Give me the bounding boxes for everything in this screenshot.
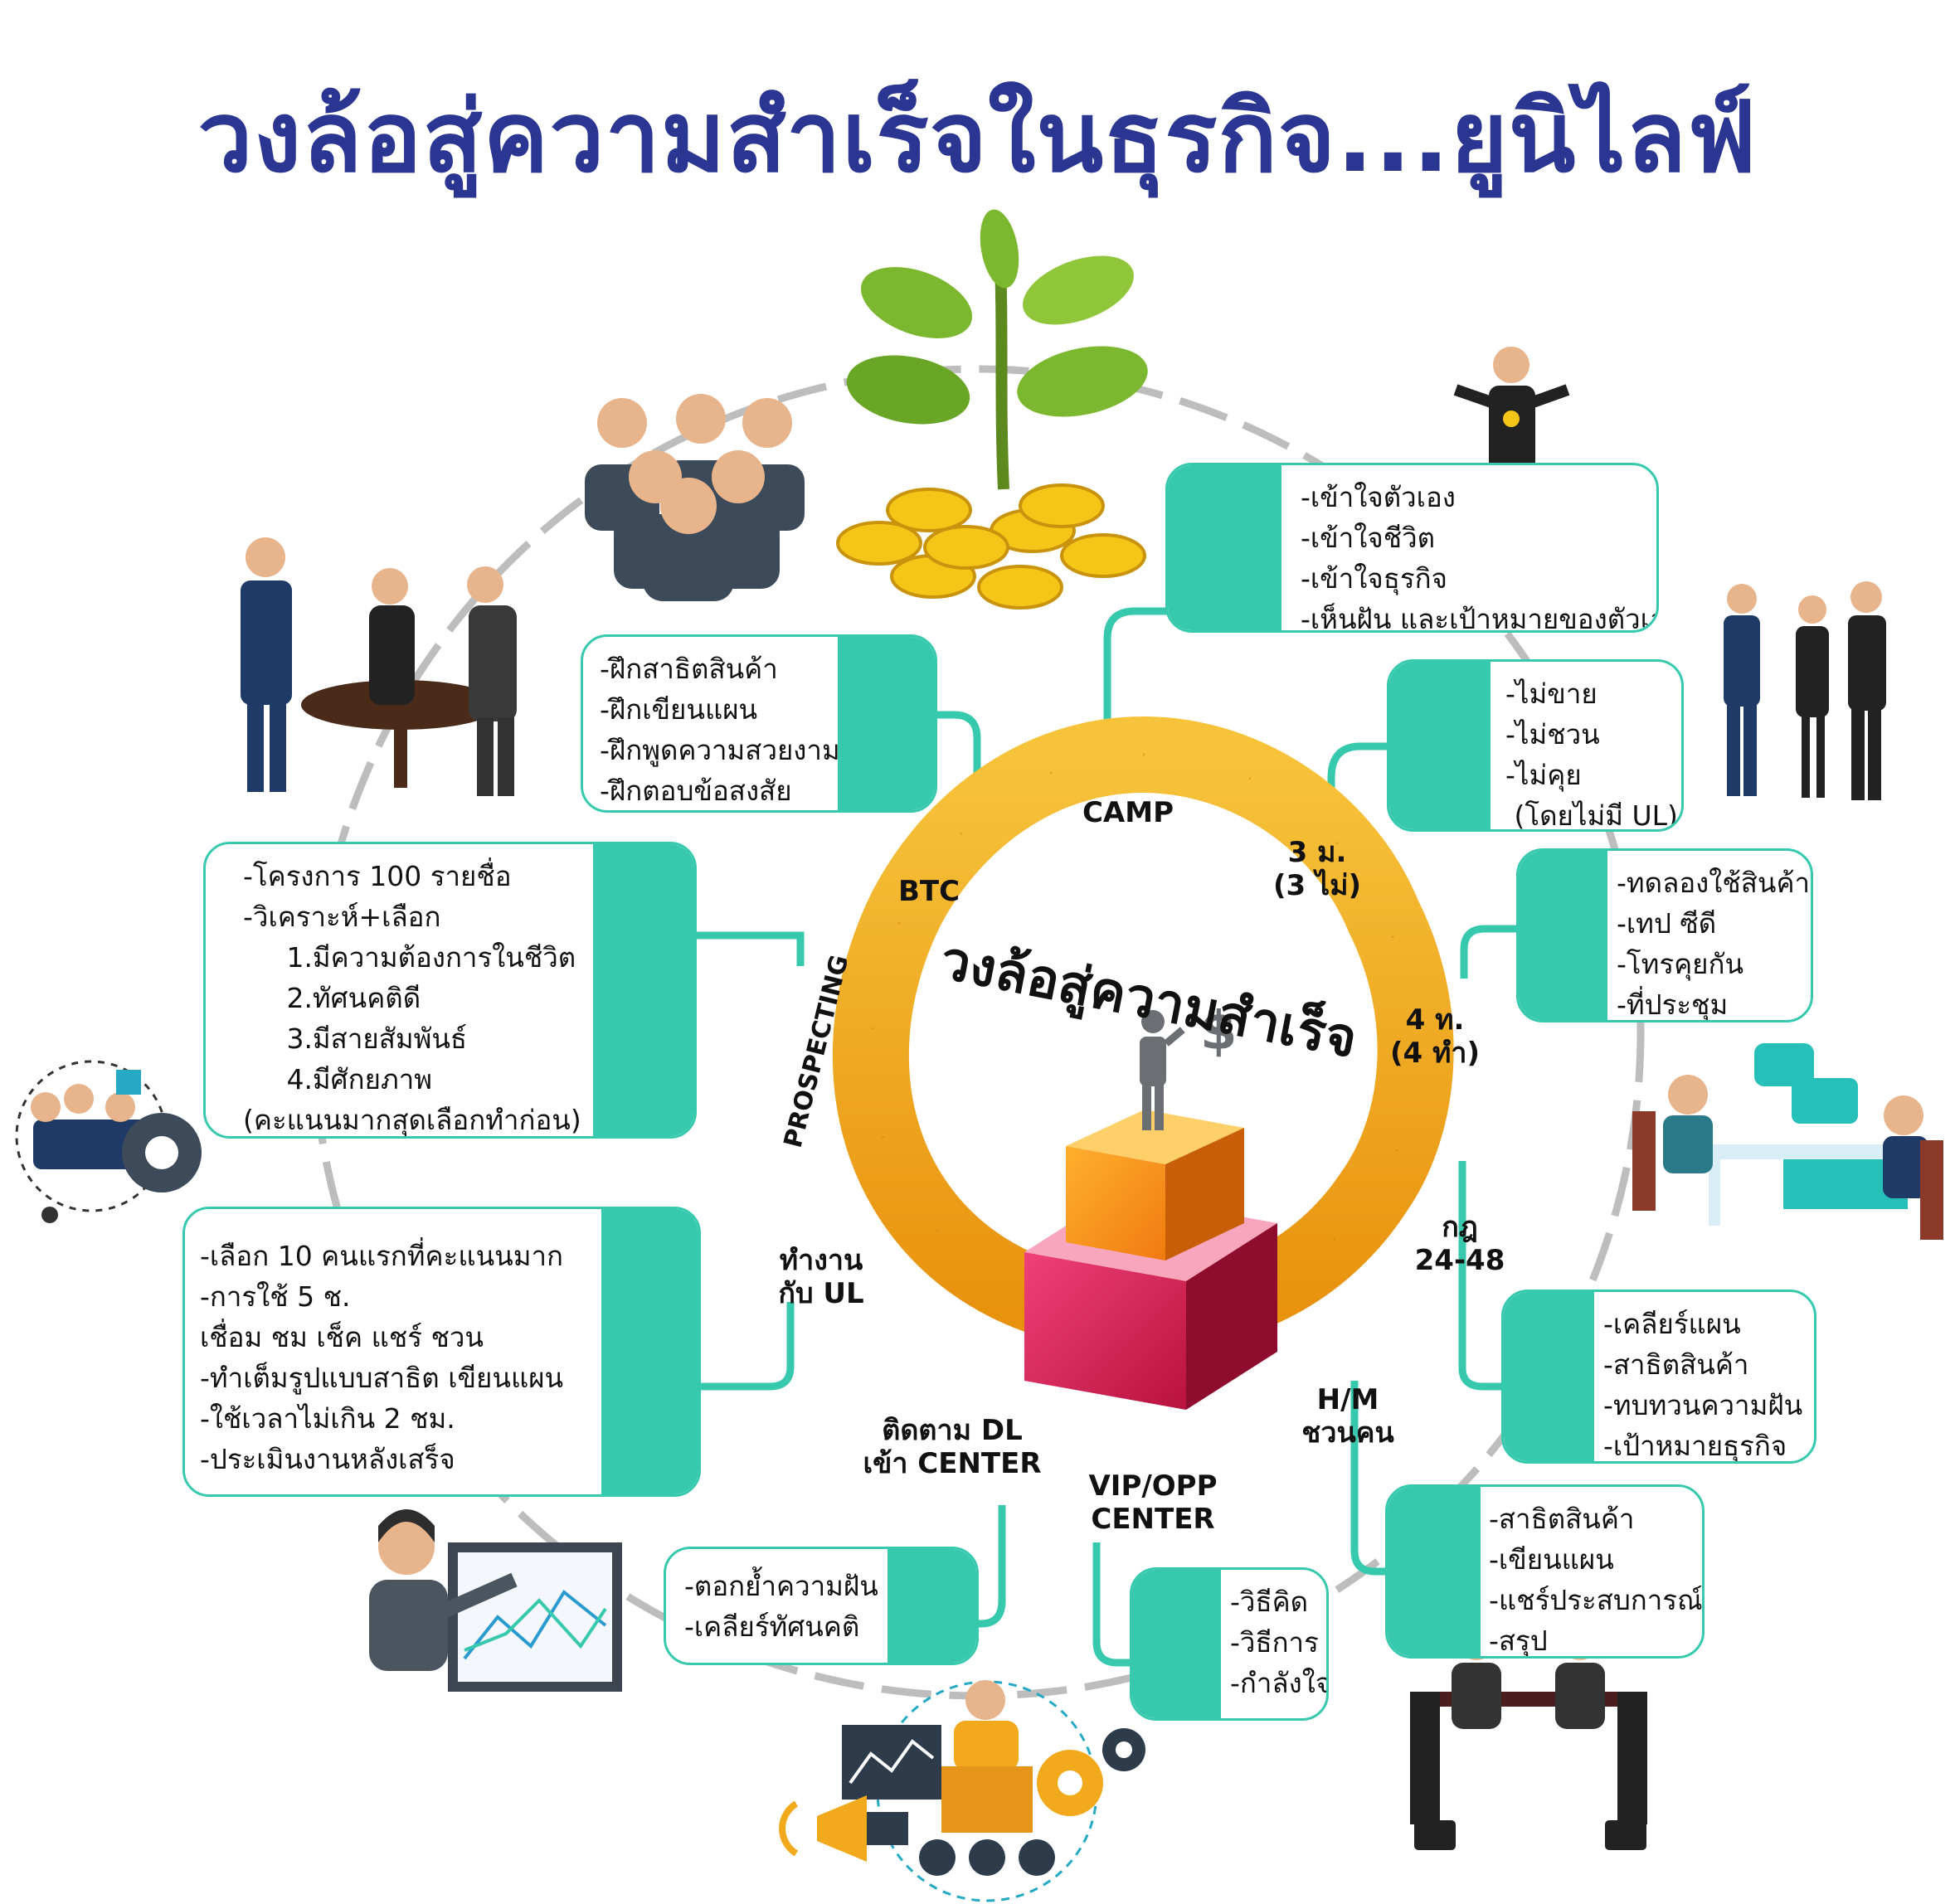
connectors (697, 607, 1518, 1667)
work-ul-box: -เลือก 10 คนแรกที่คะแนนมาก-การใช้ 5 ช.เช… (182, 1207, 701, 1497)
camp-box-text: -เข้าใจตัวเอง-เข้าใจชีวิต-เข้าใจธุรกิจ-เ… (1301, 481, 1659, 633)
follow-dl-box: -ตอกย้ำความฝัน-เคลียร์ทัศนคติ (664, 1547, 979, 1665)
segment-4t: 4 ท. (4 ทำ) (1389, 1003, 1481, 1070)
hm-box-tab (1388, 1487, 1481, 1656)
three-m-box-text: -ไม่ขาย-ไม่ชวน-ไม่คุย (โดยไม่มี UL) (1505, 678, 1678, 832)
vip-box: -วิธีคิด-วิธีการ-กำลังใจ (1130, 1567, 1329, 1721)
page-title: วงล้อสู่ความสำเร็จในธุรกิจ...ยูนิไลฟ์ (197, 80, 1758, 194)
consult-desk-icon (1632, 1043, 1943, 1240)
segment-camp: CAMP (1082, 796, 1174, 829)
group-people-icon (585, 394, 805, 601)
segment-work-ul: ทำงาน กับ UL (778, 1244, 864, 1310)
rule-24-48-box: -เคลียร์แผน-สาธิตสินค้า-ทบทวนความฝัน-เป้… (1501, 1290, 1816, 1464)
vip-box-text: -วิธีคิด-วิธีการ-กำลังใจ (1230, 1586, 1329, 1699)
speaker-icon (779, 1795, 908, 1862)
segment-follow-dl: ติดตาม DL เข้า CENTER (863, 1414, 1042, 1480)
prospecting-box-tab (593, 844, 694, 1136)
btc-box-text: -ฝึกสาธิตสินค้า-ฝึกเขียนแผน-ฝึกพูดความสว… (600, 653, 840, 807)
segment-hm: H/M ชวนคน (1301, 1383, 1394, 1450)
rule-24-48-box-tab (1504, 1292, 1594, 1461)
businessman-icon (1140, 1010, 1185, 1130)
camp-box: -เข้าใจตัวเอง-เข้าใจชีวิต-เข้าใจธุรกิจ-เ… (1165, 463, 1659, 633)
dollar-icon: $ (1200, 1001, 1238, 1062)
four-t-box-tab (1519, 851, 1607, 1020)
conference-icon (842, 1680, 1145, 1902)
meeting-table-icon (241, 537, 517, 796)
three-m-box-tab (1389, 662, 1491, 829)
three-m-box: -ไม่ขาย-ไม่ชวน-ไม่คุย (โดยไม่มี UL) (1387, 659, 1684, 832)
hm-box-text: -สาธิตสินค้า-เขียนแผน-แชร์ประสบการณ์-สรุ… (1489, 1503, 1703, 1657)
team-gear-icon (15, 1060, 202, 1223)
segment-3m: 3 ม. (3 ไม่) (1272, 836, 1362, 902)
segment-rule-24-48: กฎ 24-48 (1414, 1211, 1505, 1277)
four-t-box: -ทดลองใช้สินค้า-เทป ซีดี-โทรคุยกัน-ที่ปร… (1516, 848, 1813, 1022)
vip-box-tab (1132, 1570, 1221, 1718)
work-ul-box-text: -เลือก 10 คนแรกที่คะแนนมาก-การใช้ 5 ช.เช… (200, 1240, 564, 1475)
segment-vip-opp: VIP/OPP CENTER (1088, 1469, 1218, 1536)
work-ul-box-tab (601, 1209, 698, 1494)
btc-box: -ฝึกสาธิตสินค้า-ฝึกเขียนแผน-ฝึกพูดความสว… (581, 634, 937, 813)
follow-dl-box-tab (888, 1549, 976, 1663)
follow-dl-box-text: -ตอกย้ำความฝัน-เคลียร์ทัศนคติ (684, 1570, 878, 1643)
camp-box-tab (1168, 465, 1281, 630)
rule-24-48-box-text: -เคลียร์แผน-สาธิตสินค้า-ทบทวนความฝัน-เป้… (1603, 1308, 1803, 1462)
center-pedestal (1024, 1110, 1277, 1410)
plant-coins-icon (836, 209, 1148, 610)
prospecting-box: -โครงการ 100 รายชื่อ-วิเคราะห์+เลือก 1.ม… (203, 842, 697, 1139)
prospecting-box-text: -โครงการ 100 รายชื่อ-วิเคราะห์+เลือก 1.ม… (243, 860, 581, 1136)
segment-btc: BTC (897, 875, 960, 908)
hm-box: -สาธิตสินค้า-เขียนแผน-แชร์ประสบการณ์-สรุ… (1385, 1484, 1705, 1659)
presenter-chart-icon (369, 1509, 622, 1692)
four-t-box-text: -ทดลองใช้สินค้า-เทป ซีดี-โทรคุยกัน-ที่ปร… (1617, 867, 1811, 1021)
team-three-icon (1724, 581, 1886, 800)
btc-box-tab (838, 637, 935, 810)
handshake-table-icon (1410, 1624, 1647, 1850)
